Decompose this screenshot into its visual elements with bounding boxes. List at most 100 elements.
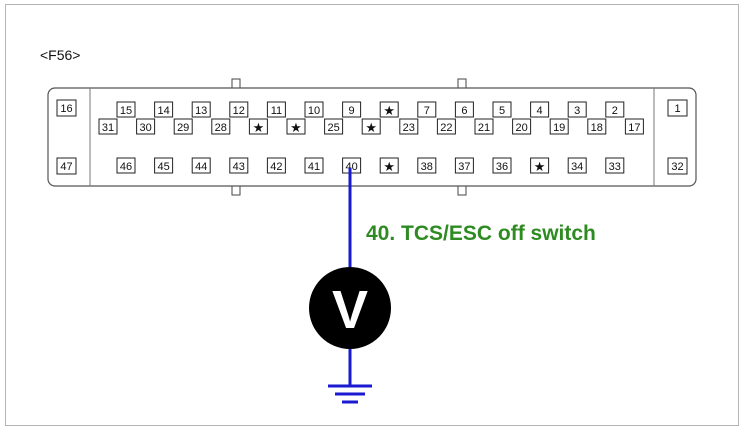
pin: 33 [605, 157, 625, 174]
pin: 45 [154, 157, 174, 174]
pin-star-unused: ★ [286, 118, 306, 135]
svg-text:13: 13 [195, 105, 207, 117]
svg-text:10: 10 [308, 105, 320, 117]
side-pin-right-bottom: 32 [667, 157, 688, 175]
svg-text:40: 40 [345, 161, 357, 173]
pin: 37 [454, 157, 474, 174]
svg-text:32: 32 [671, 161, 683, 173]
svg-text:★: ★ [253, 120, 265, 135]
ground-icon [328, 384, 372, 404]
svg-text:2: 2 [612, 105, 618, 117]
svg-text:9: 9 [349, 105, 355, 117]
pin: 11 [266, 101, 286, 118]
svg-text:1: 1 [674, 103, 680, 115]
svg-text:★: ★ [383, 159, 395, 174]
connector-name: <F56> [40, 47, 80, 63]
svg-text:15: 15 [120, 105, 132, 117]
voltmeter-symbol: V [332, 280, 368, 340]
svg-text:12: 12 [233, 105, 245, 117]
pin: 2 [605, 101, 625, 118]
pin: 41 [304, 157, 324, 174]
pin: 3 [567, 101, 587, 118]
connector-housing [47, 87, 697, 187]
svg-text:19: 19 [553, 122, 565, 134]
svg-text:38: 38 [421, 161, 433, 173]
latch-tab [231, 78, 241, 89]
svg-text:36: 36 [496, 161, 508, 173]
voltmeter-icon [309, 267, 391, 349]
pin: 15 [116, 101, 136, 118]
pin: 20 [512, 118, 532, 135]
pin: 4 [530, 101, 550, 118]
svg-text:25: 25 [327, 122, 339, 134]
pin: 14 [154, 101, 174, 118]
svg-text:22: 22 [440, 122, 452, 134]
svg-text:45: 45 [157, 161, 169, 173]
probe-label: 40. TCS/ESC off switch [366, 222, 596, 245]
pin: 38 [417, 157, 437, 174]
side-pin-right-top: 1 [667, 99, 688, 117]
pin: 42 [266, 157, 286, 174]
pin-40-probed: 40 [342, 157, 362, 174]
pin: 43 [229, 157, 249, 174]
svg-text:30: 30 [139, 122, 151, 134]
pin-star-unused: ★ [379, 157, 399, 174]
diagram-frame [5, 4, 739, 426]
latch-tab [457, 78, 467, 89]
pin: 19 [549, 118, 569, 135]
pin: 7 [417, 101, 437, 118]
svg-text:★: ★ [365, 120, 377, 135]
svg-text:18: 18 [591, 122, 603, 134]
svg-text:★: ★ [534, 159, 546, 174]
pin: 23 [399, 118, 419, 135]
pin-row-top: 15 14 13 12 11 10 9 ★ 7 6 5 4 3 2 [116, 101, 625, 118]
pin: 10 [304, 101, 324, 118]
pin: 12 [229, 101, 249, 118]
svg-text:11: 11 [271, 105, 282, 117]
svg-text:16: 16 [60, 103, 72, 115]
pin: 18 [587, 118, 607, 135]
side-pin-left-bottom: 47 [56, 157, 77, 175]
pin: 28 [211, 118, 231, 135]
svg-text:★: ★ [290, 120, 302, 135]
pin: 5 [492, 101, 512, 118]
latch-tab [457, 185, 467, 196]
svg-text:28: 28 [215, 122, 227, 134]
svg-text:5: 5 [499, 105, 505, 117]
svg-text:★: ★ [383, 103, 395, 118]
svg-text:3: 3 [574, 105, 580, 117]
pin-star-unused: ★ [530, 157, 550, 174]
svg-text:23: 23 [403, 122, 415, 134]
svg-text:42: 42 [270, 161, 282, 173]
svg-text:34: 34 [571, 161, 583, 173]
pin: 31 [98, 118, 118, 135]
pin-row-middle: 31 30 29 28 ★ ★ 25 ★ 23 22 21 20 19 18 17 [98, 118, 644, 135]
pin: 36 [492, 157, 512, 174]
pin: 22 [436, 118, 456, 135]
pin: 9 [342, 101, 362, 118]
svg-text:7: 7 [424, 105, 430, 117]
pin: 44 [191, 157, 211, 174]
pin: 21 [474, 118, 494, 135]
svg-text:4: 4 [537, 105, 543, 117]
svg-text:31: 31 [102, 122, 114, 134]
latch-tab [231, 185, 241, 196]
pin-star-unused: ★ [361, 118, 381, 135]
svg-text:43: 43 [233, 161, 245, 173]
pin: 6 [454, 101, 474, 118]
pin: 25 [324, 118, 344, 135]
svg-text:33: 33 [609, 161, 621, 173]
pin: 46 [116, 157, 136, 174]
svg-text:41: 41 [308, 161, 320, 173]
svg-text:47: 47 [60, 161, 72, 173]
svg-text:14: 14 [157, 105, 169, 117]
svg-text:6: 6 [461, 105, 467, 117]
pin: 17 [624, 118, 644, 135]
pin-star-unused: ★ [248, 118, 268, 135]
svg-text:46: 46 [120, 161, 132, 173]
pin-star-unused: ★ [379, 101, 399, 118]
pin: 34 [567, 157, 587, 174]
pin: 29 [173, 118, 193, 135]
svg-text:17: 17 [628, 122, 640, 134]
